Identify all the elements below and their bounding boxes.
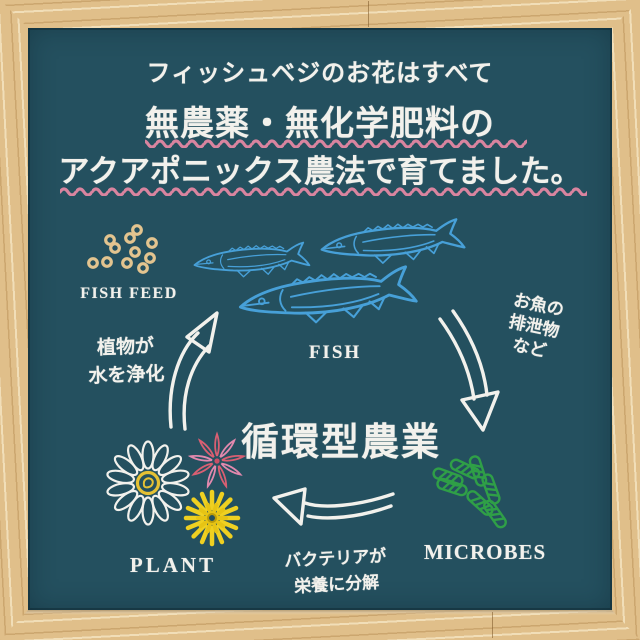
- daisy-flower-icon: [105, 440, 191, 526]
- frame-left: [0, 0, 28, 640]
- yellow-flower-icon: [186, 492, 238, 544]
- frame-joint-bottom: [492, 612, 493, 638]
- chalk-illustrations: [60, 136, 587, 610]
- headline-line1: 無農薬・無化学肥料の: [145, 106, 495, 143]
- bacteria-note: バクテリアが 栄養に分解: [273, 543, 399, 600]
- plant-note-line1: 植物が: [96, 336, 155, 359]
- fish-icon: [192, 217, 467, 331]
- center-title: 循環型農業: [240, 422, 441, 464]
- frame-top: [0, 0, 640, 28]
- plant-note: 植物が 水を浄化: [65, 332, 187, 391]
- fish-feed-label: FISH FEED: [80, 285, 178, 302]
- wavy-underline-headline2: [60, 184, 587, 196]
- arrow-up-icon: [168, 311, 219, 431]
- chalkboard: フィッシュベジのお花はすべて 無農薬・無化学肥料の アクアポニックス農法で育てま…: [28, 28, 612, 610]
- frame-bottom-tray: [0, 610, 640, 640]
- frame-right: [612, 0, 640, 640]
- subtitle-text: フィッシュベジのお花はすべて: [146, 61, 494, 87]
- microbes-label: MICROBES: [423, 540, 547, 564]
- fish-feed-icon: [87, 224, 158, 274]
- arrow-left-icon: [272, 487, 395, 526]
- headline-line2: アクアポニックス農法で育てました。: [58, 154, 582, 189]
- plant-note-line2: 水を浄化: [88, 363, 165, 387]
- arrow-down-icon: [438, 309, 500, 432]
- pink-flower-icon: [189, 433, 245, 488]
- frame-joint-top: [368, 1, 369, 27]
- plant-label: PLANT: [129, 553, 217, 577]
- microbes-icon: [430, 453, 509, 531]
- fish-label: FISH: [308, 342, 362, 363]
- wavy-underline-headline1: [145, 136, 527, 148]
